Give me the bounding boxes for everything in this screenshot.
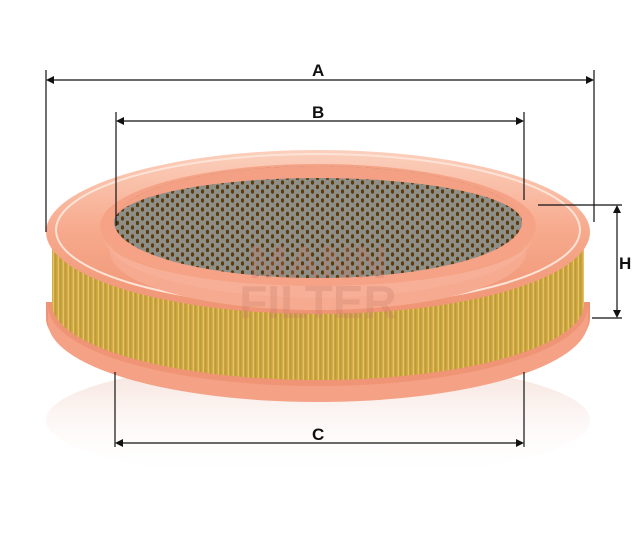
inner-mesh (114, 166, 522, 278)
dimension-a (45, 70, 595, 232)
dimension-b (115, 112, 525, 226)
svg-text:FILTER: FILTER (239, 276, 397, 328)
dimension-c-label: C (312, 425, 325, 444)
bottom-rim (48, 306, 588, 402)
watermark: MANN FILTER (239, 236, 397, 328)
dimension-h-label: H (619, 254, 632, 273)
dimension-b-label: B (312, 103, 325, 122)
dimension-a-label: A (312, 61, 325, 80)
dimension-h (538, 204, 622, 319)
dimension-c (114, 372, 525, 447)
svg-text:MANN: MANN (249, 236, 387, 288)
